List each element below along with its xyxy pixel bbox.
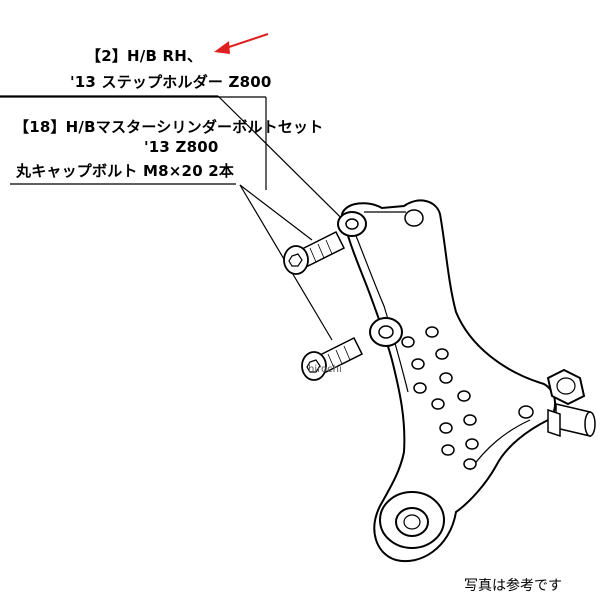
bottom-pivot-inner xyxy=(403,514,421,530)
hole xyxy=(463,458,477,470)
red-arrow-head xyxy=(214,41,230,54)
cap-bolt-upper xyxy=(283,230,346,275)
bracket-inner-edge xyxy=(351,225,409,393)
upper-mount-hole xyxy=(345,218,359,230)
small-boss xyxy=(518,405,534,419)
pivot-shaft-end xyxy=(584,411,596,437)
part18-label-line2: '13 Z800 xyxy=(144,138,219,156)
middle-mount-hole xyxy=(378,325,394,339)
hole xyxy=(425,326,439,338)
hole xyxy=(457,390,471,402)
hole xyxy=(435,348,449,360)
hole xyxy=(431,398,445,410)
hole xyxy=(441,444,455,456)
hole xyxy=(413,382,427,394)
nut-face xyxy=(556,377,576,395)
pivot-stub xyxy=(547,408,561,438)
hole xyxy=(439,372,453,384)
hole xyxy=(401,336,415,348)
part18-label-line3: 丸キャップボルト M8×20 2本 xyxy=(16,162,235,180)
red-arrow-shaft xyxy=(225,33,269,49)
reference-note: 写真は参考です xyxy=(464,578,562,594)
part18-label-line1: 【18】H/Bマスターシリンダーボルトセット xyxy=(14,118,324,136)
hole xyxy=(463,414,477,426)
upper-right-boss xyxy=(404,209,424,227)
hole xyxy=(411,358,425,370)
lightening-holes xyxy=(401,326,479,470)
hole xyxy=(439,422,453,434)
cap-bolt-lower xyxy=(301,336,364,381)
watermark: hirochi xyxy=(308,364,342,375)
part2-label-line1: 【2】H/B RH、 xyxy=(86,47,203,65)
part2-label-line2: '13 ステップホルダー Z800 xyxy=(70,73,272,91)
leader-line-part18-to-bolt1 xyxy=(239,184,313,241)
hole xyxy=(465,438,479,450)
